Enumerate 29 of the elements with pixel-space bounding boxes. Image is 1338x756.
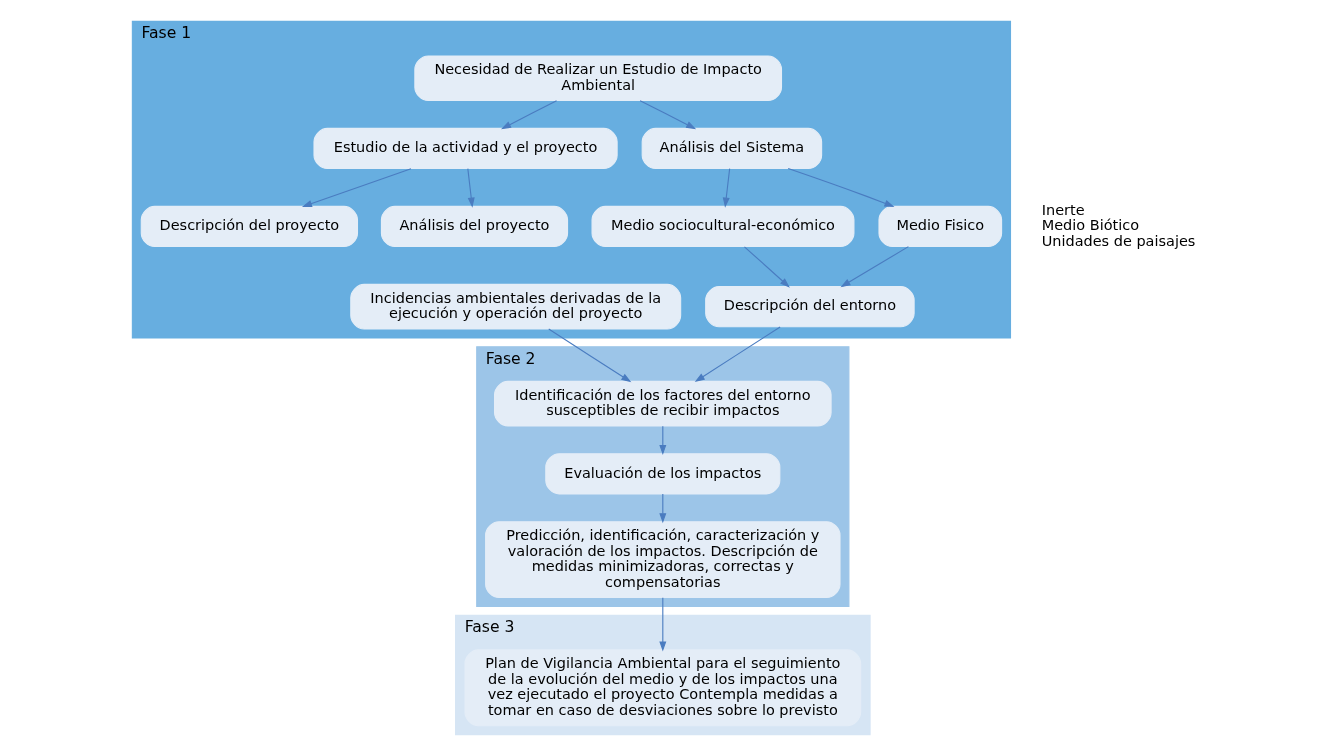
- arrow: [743, 246, 790, 288]
- node-box: Plan de Vigilancia Ambiental para el seguimiento de la evolución del medio y de los impactos una vez ejecutado el proyecto Contempla medidas a tomar en caso de desviaciones sobre lo previsto: [463, 649, 861, 727]
- arrow: [500, 100, 557, 130]
- arrow: [840, 246, 909, 288]
- label: Medio Biótico: [1041, 217, 1139, 234]
- arrow: [787, 167, 894, 207]
- node-box: Análisis del Sistema: [641, 127, 822, 170]
- arrow: [301, 168, 412, 207]
- arrow: [466, 168, 475, 208]
- arrow: [694, 326, 781, 382]
- node-box: Medio sociocultural-económico: [591, 205, 854, 248]
- node-box: Descripción del proyecto: [140, 205, 358, 248]
- arrow: [658, 493, 666, 524]
- node-box: Medio Fisico: [877, 205, 1002, 248]
- arrow: [658, 597, 666, 652]
- arrow: [639, 100, 696, 130]
- node-box: Incidencias ambientales derivadas de la ejecución y operación del proyecto: [349, 283, 681, 330]
- node-box: Identificación de los factores del entorno susceptibles de recibir impactos: [493, 380, 832, 427]
- label: Unidades de paisajes: [1041, 232, 1195, 249]
- node-box: Predicción, identificación, caracterización y valoración de los impactos. Descripción de medidas minimizadoras, correctas y compensatorias: [484, 521, 841, 599]
- node-box: Evaluación de los impactos: [544, 453, 780, 495]
- arrow: [658, 425, 666, 456]
- node-box: Necesidad de Realizar un Estudio de Impacto Ambiental: [413, 55, 782, 102]
- arrow: [722, 168, 730, 208]
- label: Inerte: [1041, 201, 1085, 218]
- arrow: [547, 328, 631, 383]
- node-box: Análisis del proyecto: [380, 205, 568, 248]
- node-box: Estudio de la actividad y el proyecto: [312, 127, 618, 170]
- node-box: Descripción del entorno: [704, 286, 915, 328]
